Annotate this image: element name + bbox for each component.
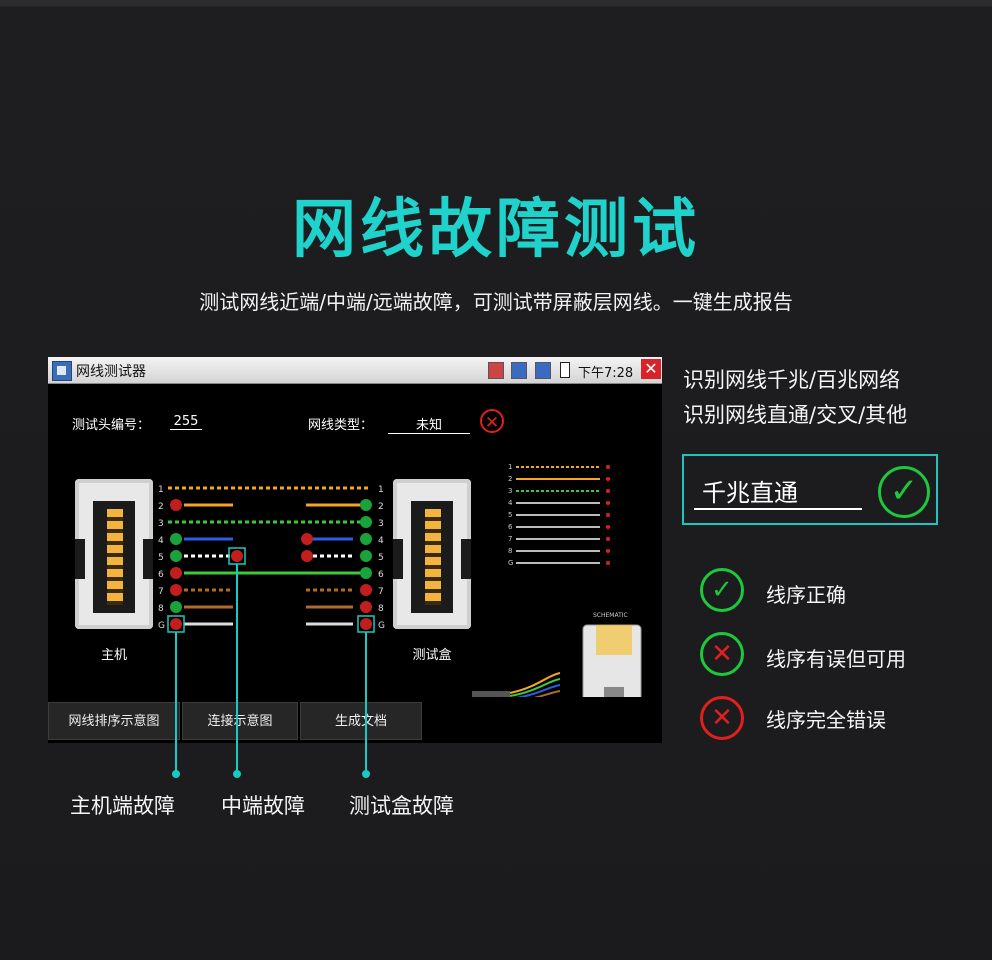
result-box: 千兆直通 ✓ xyxy=(682,454,938,525)
error-icon xyxy=(301,550,313,562)
app-icon xyxy=(52,361,72,381)
left-pin-label: 4 xyxy=(158,536,164,546)
result-underline xyxy=(694,508,862,510)
partial-legend-icon: ✕ xyxy=(700,632,744,676)
middle-error-icon xyxy=(231,550,243,562)
right-pin-label: 1 xyxy=(378,485,384,495)
right-pin-label: 4 xyxy=(378,536,384,546)
error-icon xyxy=(360,618,372,630)
host-fault-leader xyxy=(175,632,177,774)
ok-icon xyxy=(170,533,182,545)
left-pin-label: 5 xyxy=(158,553,164,563)
error-icon xyxy=(170,499,182,511)
mini-pin-label: 7 xyxy=(508,535,512,543)
window-titlebar: 网线测试器 下午7:28 ✕ xyxy=(48,357,662,384)
left-pin-label: 6 xyxy=(158,570,164,580)
plug-caption: SCHEMATIC xyxy=(593,612,628,619)
legend-error-label: 线序完全错误 xyxy=(766,708,886,732)
ok-legend-icon: ✓ xyxy=(700,568,744,612)
right-pin-label: 3 xyxy=(378,519,384,529)
error-legend-icon: ✕ xyxy=(700,696,744,740)
mini-pin-label: 8 xyxy=(508,547,512,555)
left-pin-label: 2 xyxy=(158,502,164,512)
legend-ok-label: 线序正确 xyxy=(766,583,846,607)
status-clock: 下午7:28 xyxy=(578,366,634,381)
left-status-markers xyxy=(167,499,185,633)
close-button[interactable]: ✕ xyxy=(641,359,661,379)
error-icon xyxy=(301,533,313,545)
wiring-type-info: 识别网线直通/交叉/其他 xyxy=(683,403,908,427)
testbox-connector xyxy=(393,479,471,629)
ok-icon xyxy=(170,601,182,613)
tab-connection-diagram[interactable]: 连接示意图 xyxy=(182,702,298,740)
ok-icon xyxy=(360,516,372,528)
middle-fault-dot xyxy=(233,770,241,778)
mini-wire-map: 1 2 3 4 5 6 7 8 G xyxy=(508,463,513,567)
right-pin-label: 8 xyxy=(378,604,384,614)
error-icon xyxy=(170,584,182,596)
right-pin-label: 2 xyxy=(378,502,384,512)
host-label: 主机 xyxy=(100,648,127,663)
right-pin-label: 6 xyxy=(378,570,384,580)
testbox-fault-dot xyxy=(362,770,370,778)
gigabit-info: 识别网线千兆/百兆网络 xyxy=(683,368,901,392)
host-pins xyxy=(107,509,123,605)
legend-partial-label: 线序有误但可用 xyxy=(766,647,906,671)
middle-fault-label: 中端故障 xyxy=(221,794,305,818)
mini-pin-label: 1 xyxy=(508,463,512,471)
window-title: 网线测试器 xyxy=(76,364,146,380)
error-icon xyxy=(360,584,372,596)
tab-generate-report[interactable]: 生成文档 xyxy=(300,702,422,740)
host-connector xyxy=(75,479,153,629)
sd-card-icon xyxy=(488,362,504,379)
right-status-markers xyxy=(301,499,375,633)
tester-screen: 网线测试器 下午7:28 ✕ 测试头编号： 255 网线类型： 未知 ✕ 主机 … xyxy=(48,357,662,743)
ok-icon xyxy=(360,533,372,545)
ok-icon xyxy=(360,499,372,511)
mini-pin-label: 4 xyxy=(508,499,513,507)
rj45-plug-icon xyxy=(582,624,642,697)
testbox-pins xyxy=(425,509,441,605)
cable-type-label: 网线类型： xyxy=(308,418,374,433)
right-pin-label: G xyxy=(378,621,385,631)
probe-id-value: 255 xyxy=(170,414,202,430)
left-pin-label: G xyxy=(158,621,165,631)
left-pin-label: 1 xyxy=(158,485,164,495)
left-pin-label: 7 xyxy=(158,587,164,597)
error-icon xyxy=(170,567,182,579)
cable-type-value: 未知 xyxy=(388,414,470,434)
middle-fault-leader xyxy=(236,564,238,774)
mini-pin-label: 6 xyxy=(508,523,513,531)
left-pin-label: 8 xyxy=(158,604,164,614)
check-icon: ✓ xyxy=(878,466,930,518)
host-fault-dot xyxy=(172,770,180,778)
network-icon xyxy=(535,362,551,379)
left-pin-label: 3 xyxy=(158,519,164,529)
host-fault-label: 主机端故障 xyxy=(70,794,175,818)
ok-icon xyxy=(360,567,372,579)
wire-map: 1 2 3 4 5 6 7 8 G 1 2 3 4 5 6 7 8 G xyxy=(158,463,642,697)
error-icon xyxy=(360,601,372,613)
ok-icon xyxy=(360,550,372,562)
cable-error-icon: ✕ xyxy=(480,409,504,433)
mini-pin-label: 5 xyxy=(508,511,512,519)
battery-icon xyxy=(560,362,570,378)
page-title: 网线故障测试 xyxy=(292,193,700,267)
mini-pin-label: 3 xyxy=(508,487,512,495)
ok-icon xyxy=(170,550,182,562)
result-text: 千兆直通 xyxy=(702,479,798,507)
mini-pin-label: 2 xyxy=(508,475,512,483)
right-pin-label: 5 xyxy=(378,553,384,563)
tab-wiring-diagram[interactable]: 网线排序示意图 xyxy=(48,702,180,740)
testbox-label: 测试盒 xyxy=(412,648,452,663)
right-pin-label: 7 xyxy=(378,587,384,597)
mini-pin-label: G xyxy=(508,559,513,567)
page-subtitle: 测试网线近端/中端/远端故障，可测试带屏蔽层网线。一键生成报告 xyxy=(199,290,793,314)
probe-id-label: 测试头编号： xyxy=(72,418,151,433)
testbox-fault-label: 测试盒故障 xyxy=(349,794,454,818)
cable-illustration xyxy=(472,672,561,697)
error-icon xyxy=(170,618,182,630)
testbox-fault-leader xyxy=(365,632,367,774)
usb-icon xyxy=(511,362,527,379)
